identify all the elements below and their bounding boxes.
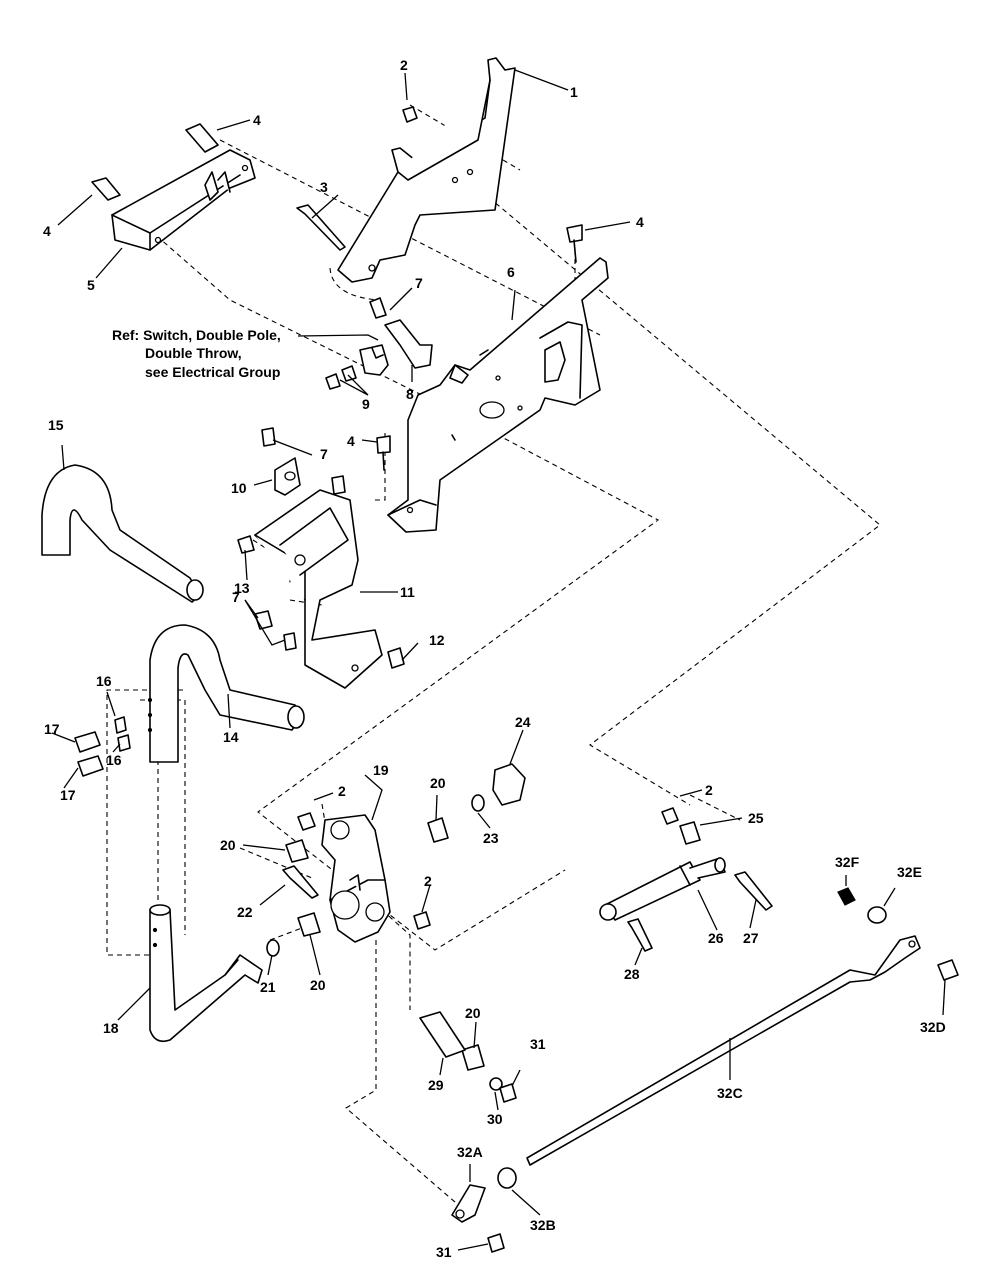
callout-23: 23 — [483, 830, 499, 846]
ref-note-line-2: Double Throw, — [145, 345, 242, 361]
callout-11: 11 — [400, 584, 415, 600]
callout-labels: 1 2 4 4 3 4 5 6 7 8 9 4 15 7 10 13 11 7 … — [43, 57, 946, 1260]
callout-3: 3 — [320, 179, 328, 195]
callout-9: 9 — [362, 396, 370, 412]
callout-28: 28 — [624, 966, 640, 982]
callout-17: 17 — [60, 787, 76, 803]
callout-10: 10 — [231, 480, 247, 496]
callout-17: 17 — [44, 721, 60, 737]
assembly-guide-lines — [106, 104, 881, 1216]
callout-2: 2 — [705, 782, 713, 798]
callout-31: 31 — [436, 1244, 452, 1260]
callout-7: 7 — [232, 589, 240, 605]
part-15-handle — [41, 464, 204, 603]
callout-7: 7 — [415, 275, 423, 291]
part-5-left-bracket — [111, 149, 256, 251]
callout-32c: 32C — [717, 1085, 743, 1101]
leader-lines — [51, 69, 946, 1251]
callout-32a: 32A — [457, 1144, 483, 1160]
callout-8: 8 — [406, 386, 414, 402]
part-26-gas-spring — [599, 857, 726, 921]
part-6-main-plate — [387, 257, 609, 533]
part-14-handle — [147, 624, 305, 763]
callout-2: 2 — [424, 873, 432, 889]
callout-13: 13 — [234, 580, 250, 596]
reference-note: Ref: Switch, Double Pole, Double Throw, … — [112, 327, 281, 380]
hardware — [74, 106, 959, 1253]
part-18-lever-shaft — [149, 904, 263, 1043]
part-10-cam — [274, 457, 301, 496]
callout-18: 18 — [103, 1020, 119, 1036]
callout-4: 4 — [43, 223, 51, 239]
callout-20: 20 — [430, 775, 446, 791]
callout-7: 7 — [320, 446, 328, 462]
part-19-pivot-bracket — [321, 814, 391, 943]
callout-32d: 32D — [920, 1019, 946, 1035]
callout-6: 6 — [507, 264, 515, 280]
callout-32e: 32E — [897, 864, 922, 880]
callout-4: 4 — [347, 433, 355, 449]
callout-14: 14 — [223, 729, 239, 745]
callout-32f: 32F — [835, 854, 860, 870]
callout-25: 25 — [748, 810, 764, 826]
callout-29: 29 — [428, 1077, 444, 1093]
callout-5: 5 — [87, 277, 95, 293]
callout-32b: 32B — [530, 1217, 556, 1233]
callout-19: 19 — [373, 762, 389, 778]
callout-20: 20 — [310, 977, 326, 993]
callout-31: 31 — [530, 1036, 546, 1052]
callout-16: 16 — [106, 752, 122, 768]
callout-20: 20 — [465, 1005, 481, 1021]
callout-26: 26 — [708, 930, 724, 946]
callout-27: 27 — [743, 930, 759, 946]
callout-22: 22 — [237, 904, 253, 920]
callout-12: 12 — [429, 632, 445, 648]
part-32c-rod — [526, 935, 921, 1166]
callout-16: 16 — [96, 673, 112, 689]
part-1-upper-bracket — [337, 57, 516, 283]
part-8-switch-bracket — [359, 319, 433, 376]
callout-21: 21 — [260, 979, 276, 995]
callout-2: 2 — [400, 57, 408, 73]
callout-4: 4 — [253, 112, 261, 128]
callout-15: 15 — [48, 417, 64, 433]
callout-24: 24 — [515, 714, 531, 730]
callout-4: 4 — [636, 214, 644, 230]
callout-2: 2 — [338, 783, 346, 799]
callout-30: 30 — [487, 1111, 503, 1127]
part-11-lower-bracket — [254, 489, 383, 689]
callout-20: 20 — [220, 837, 236, 853]
ref-note-line-1: Ref: Switch, Double Pole, — [112, 327, 281, 343]
callout-1: 1 — [570, 84, 578, 100]
ref-note-line-3: see Electrical Group — [145, 364, 280, 380]
